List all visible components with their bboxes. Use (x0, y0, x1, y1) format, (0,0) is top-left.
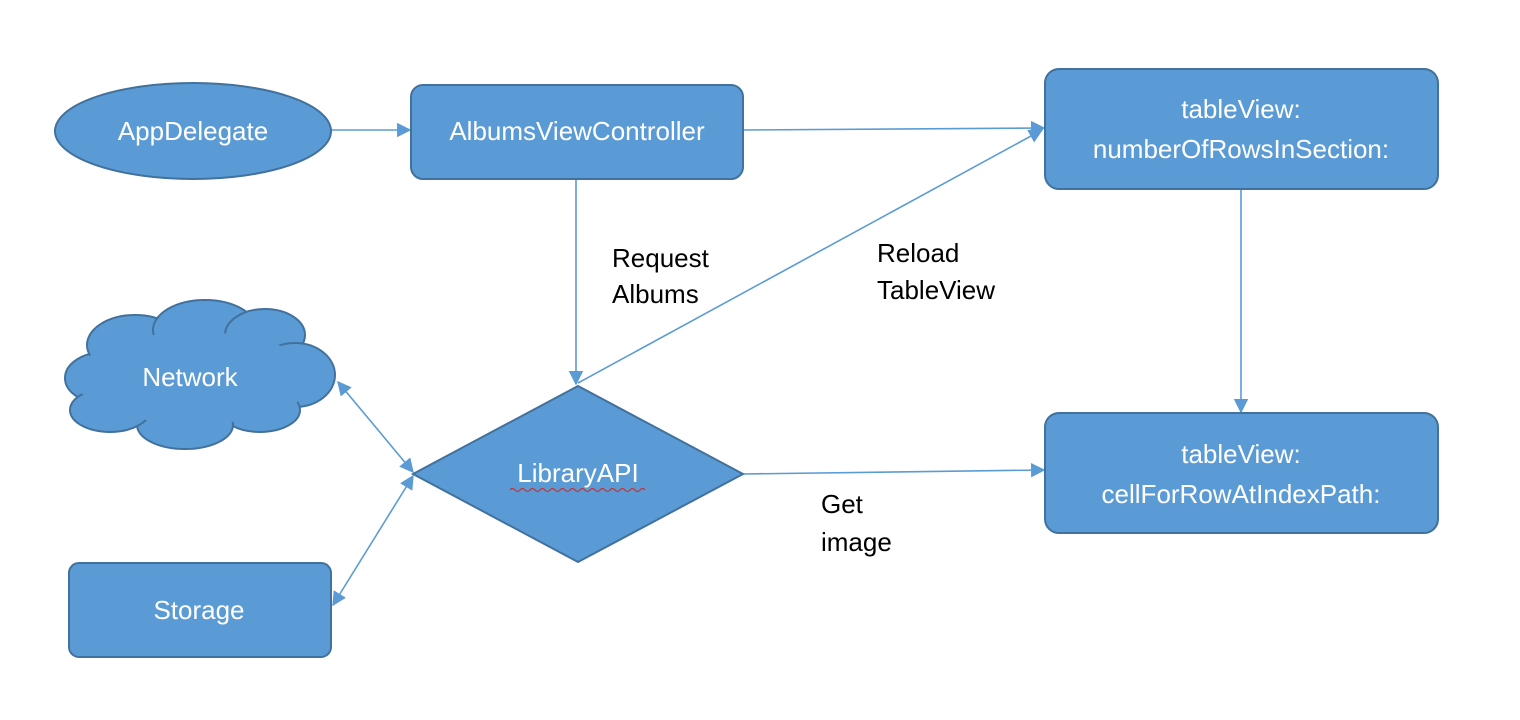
get-image-label: Get image (821, 489, 892, 557)
numberofrows-label-line2: numberOfRowsInSection: (1093, 134, 1389, 164)
cellforrow-node: tableView: cellForRowAtIndexPath: (1044, 412, 1439, 534)
appdelegate-node: AppDelegate (54, 82, 332, 180)
network-node: Network (64, 299, 336, 450)
edge-libraryapi-to-cellforrow (742, 462, 1046, 478)
get-image-line1: Get (821, 489, 864, 519)
request-albums-label: Request Albums (612, 243, 710, 309)
request-albums-line2: Albums (612, 279, 699, 309)
reload-tableview-line1: Reload (877, 238, 959, 268)
spellcheck-underline (509, 487, 646, 493)
numberofrows-label-line1: tableView: (1181, 94, 1301, 124)
storage-label: Storage (153, 595, 244, 625)
edges (332, 120, 1249, 607)
edge-storage-libraryapi (332, 474, 414, 607)
edge-libraryapi-to-numberofrows (577, 129, 1044, 384)
reload-tableview-line2: TableView (877, 275, 995, 305)
appdelegate-label: AppDelegate (118, 116, 268, 146)
edge-albumsviewcontroller-to-numberofrows (742, 120, 1046, 136)
storage-node: Storage (68, 562, 332, 658)
albumsviewcontroller-label: AlbumsViewController (449, 116, 705, 146)
edge-network-libraryapi (337, 380, 414, 474)
albumsviewcontroller-node: AlbumsViewController (410, 84, 744, 180)
cellforrow-label-line1: tableView: (1181, 439, 1301, 469)
libraryapi-label: LibraryAPI (517, 458, 638, 488)
request-albums-line1: Request (612, 243, 710, 273)
network-label: Network (142, 362, 238, 392)
libraryapi-node: LibraryAPI (410, 384, 746, 564)
reload-tableview-label: Reload TableView (877, 238, 995, 305)
numberofrows-node: tableView: numberOfRowsInSection: (1044, 68, 1439, 190)
cellforrow-label-line2: cellForRowAtIndexPath: (1102, 479, 1381, 509)
get-image-line2: image (821, 527, 892, 557)
